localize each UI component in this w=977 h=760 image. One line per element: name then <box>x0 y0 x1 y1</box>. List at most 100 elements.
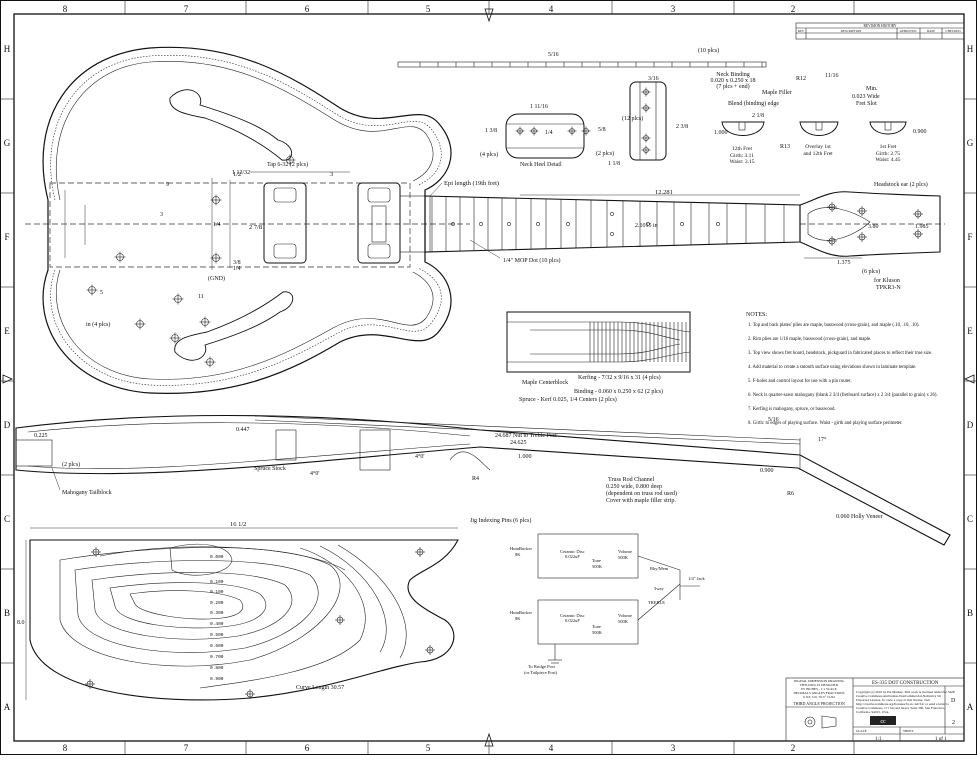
r13-label: R13 <box>780 144 790 150</box>
template-height: 8.0 <box>17 620 25 626</box>
fret1-waist: Waist: 4.45 <box>876 157 901 163</box>
contour-level-label: 0.400 <box>210 621 224 627</box>
laminate-template: 16 1/2 8.0 Jig Indexing Pins (6 plcs) Cu… <box>17 517 531 701</box>
inlay-dot <box>451 222 455 226</box>
spruce-stock-label: Spruce Stock <box>254 466 286 472</box>
contour-level-label: 0.800 <box>210 665 224 671</box>
headstock-outline <box>799 191 941 257</box>
revision-header: REV <box>798 29 805 33</box>
tailblock-label: Mahogany Tailblock <box>62 490 112 496</box>
scale-value: 1:1 <box>875 737 882 742</box>
neck-binding-strip: 5/16 (10 plcs) Neck Binding 0.020 x 0.25… <box>397 47 767 90</box>
heel-label: Neck Heel Detail <box>520 162 562 168</box>
body-dim: 11 <box>198 294 204 300</box>
body-holes <box>86 154 296 368</box>
body-dim: 3 <box>160 212 163 218</box>
contour-level-label: 0.600 <box>210 643 224 649</box>
heel-dim: 1/4 <box>545 130 553 136</box>
slot-label2: Fret Slot <box>856 101 877 107</box>
col-label: 6 <box>305 4 310 14</box>
headstock-dim: 1.375 <box>837 260 851 266</box>
binding-label: Binding - 0.060 x 0.250 x 62 (2 plcs) <box>574 388 663 395</box>
overlay-label: Overlay 1st <box>805 144 831 150</box>
mounting-hole <box>114 251 126 263</box>
holly-label: 0.060 Holly Veneer <box>836 514 883 520</box>
mounting-hole <box>134 318 146 330</box>
heel-holes: (4 plcs) <box>480 151 498 158</box>
revision-title: REVISION HISTORY <box>864 24 897 28</box>
col-label: 5 <box>426 743 431 753</box>
body-dim: 1/2 <box>233 171 241 178</box>
body-dim: 2 7/8 <box>249 224 262 231</box>
drawing-title: ES-335 DOT CONSTRUCTION <box>872 681 939 686</box>
fret12-girth: Girth: 3.11 <box>730 153 754 159</box>
side-dim: 24.625 <box>510 440 527 446</box>
body-outline <box>42 46 452 395</box>
body-dim: 1/4 <box>233 266 241 272</box>
note-item: 8. Girth: to edges of playing surface. W… <box>748 421 903 426</box>
mounting-hole <box>913 209 923 219</box>
title-block: DIGITAL DIMENSION DRAWING THIS DWG IS DE… <box>785 677 965 742</box>
center-mark-left <box>2 374 13 384</box>
contour-level-label: 0.200 <box>210 600 224 606</box>
contour-level-label: 0.900 <box>210 676 224 682</box>
center-mark-bottom <box>484 732 494 747</box>
row-label: F <box>4 232 9 242</box>
inlay-dot <box>646 222 650 226</box>
proj-line: DECIMALS ANGLES FRACTIONS <box>793 691 844 695</box>
row-label: G <box>4 138 11 148</box>
inlay-dot <box>610 212 614 216</box>
col-label: 5 <box>426 4 431 14</box>
mounting-hole <box>581 126 591 136</box>
inlay-dot <box>680 222 684 226</box>
mounting-hole <box>641 133 651 143</box>
mounting-hole <box>85 679 95 689</box>
revision-block: REVISION HISTORY REV DESCRIPTION APPROVE… <box>795 22 965 40</box>
truss-title: Truss Rod Channel <box>608 477 654 483</box>
fret-dim: 2 1/8 <box>752 113 764 119</box>
mop-dot-label: 1/4" MOP Dot (10 plcs) <box>503 257 561 264</box>
angle-label: 4°0' <box>415 453 424 460</box>
volume-label: Volume <box>618 549 632 554</box>
mounting-hole <box>335 615 345 625</box>
holes-label: in (4 plcs) <box>86 321 110 328</box>
row-label: C <box>4 514 10 524</box>
copyright-line: California, 94105, USA. <box>856 710 889 715</box>
kluson-label: for Kluson <box>874 277 900 284</box>
inlay-dot <box>610 232 614 236</box>
mounting-hole <box>857 206 867 216</box>
f-hole-upper <box>169 89 293 161</box>
col-label: 8 <box>63 743 68 753</box>
neck-pickup <box>263 182 307 264</box>
mounting-hole <box>86 284 98 296</box>
side-view: 0.225 0.447 24.687 Nut to Treble Post 24… <box>15 414 951 546</box>
center-mark-top <box>484 8 494 23</box>
bridge-pickup <box>357 182 401 264</box>
truss-line: Cover with maple filler strip. <box>606 497 676 504</box>
spruce-label: Spruce - Kerf 0.025, 1/4 Centers (2 plcs… <box>519 396 617 403</box>
mounting-hole <box>172 293 184 305</box>
tone-label: Tone <box>592 558 601 563</box>
treble-label: TREBLE <box>648 600 665 605</box>
row-label: G <box>967 138 974 148</box>
col-label: 6 <box>305 743 310 753</box>
tap-label: Tap 6-32 (2 plcs) <box>267 161 308 168</box>
heel-dim: 1 11/16 <box>530 104 548 110</box>
slot-label: 0.023 Wide <box>852 94 880 100</box>
jig-pins-label: Jig Indexing Pins (6 plcs) <box>470 517 531 524</box>
fret-dim: 1.000 <box>714 130 728 136</box>
neck-width-dim: 2.1015 in <box>635 223 658 229</box>
heel-dim: 1 1/8 <box>608 161 620 167</box>
heel-holes: (2 plcs) <box>596 150 614 157</box>
revision-header: CHECKED <box>945 29 961 33</box>
truss-line: 0.250 wide, 0.800 deep <box>606 484 662 490</box>
body-dim: 3 <box>330 171 333 178</box>
row-label: B <box>4 608 10 618</box>
overlay-label2: and 12th Fret <box>803 151 833 157</box>
revision-header: DESCRIPTION <box>841 29 862 33</box>
gnd-label: (GND) <box>208 275 225 282</box>
proj-line: IN INCHES - 1:1 SCALE <box>801 687 836 691</box>
mounting-hole <box>210 252 222 264</box>
cc-license-text: cc <box>880 719 886 725</box>
